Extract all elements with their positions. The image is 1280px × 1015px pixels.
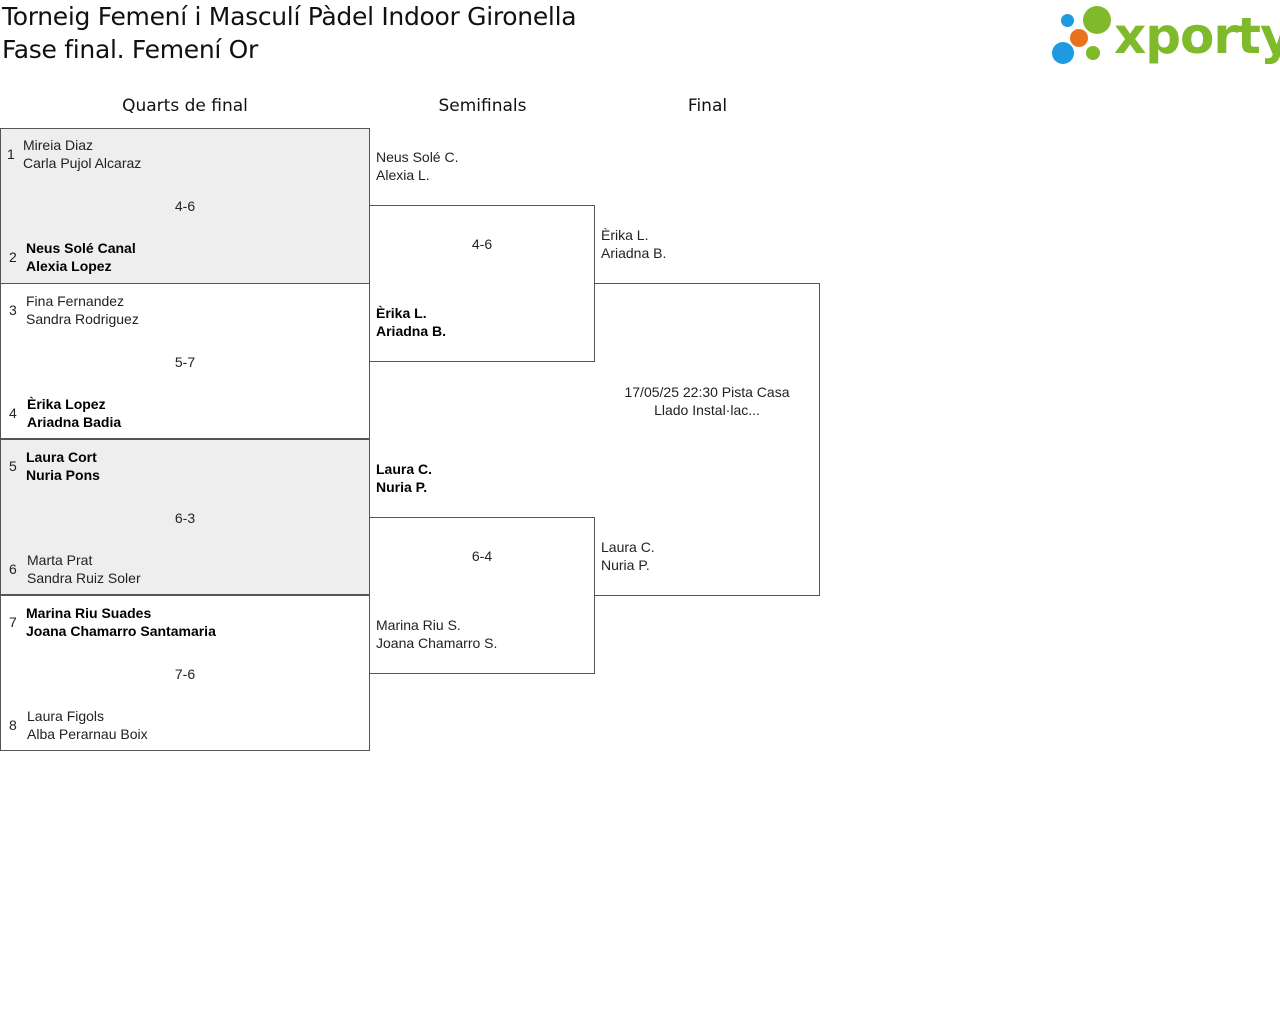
xporty-logo[interactable]: xporty (1052, 4, 1280, 68)
player-name: Alexia L. (376, 167, 430, 183)
player-name: Mireia Diaz (23, 137, 94, 153)
quarterfinal-match-1[interactable]: 1 Mireia Diaz Carla Pujol Alcaraz 4-6 2 … (0, 128, 370, 284)
seed-number: 7 (9, 614, 17, 630)
page-title: Torneig Femení i Masculí Pàdel Indoor Gi… (2, 2, 577, 31)
match-score: 6-4 (471, 548, 493, 564)
quarterfinal-match-2[interactable]: 3 Fina Fernandez Sandra Rodriguez 5-7 4 … (0, 283, 370, 439)
match-score: 5-7 (174, 354, 196, 370)
player-name: Èrika L. (376, 305, 427, 321)
logo-dot-orange (1070, 29, 1088, 47)
logo-dot-green-small (1086, 46, 1100, 60)
player-name: Neus Solé Canal (26, 240, 136, 256)
player-name: Alba Perarnau Boix (27, 726, 148, 742)
seed-number: 6 (9, 561, 17, 577)
player-name: Èrika Lopez (27, 396, 106, 412)
semifinal-2-bottom-team: Marina Riu S. Joana Chamarro S. (376, 616, 497, 652)
round-heading-quarterfinals: Quarts de final (122, 96, 248, 116)
player-name: Laura Figols (27, 708, 105, 724)
player-name: Ariadna B. (601, 245, 667, 261)
player-name: Carla Pujol Alcaraz (23, 155, 142, 171)
team-names-winner: Marina Riu Suades Joana Chamarro Santama… (26, 604, 216, 640)
match-score: 7-6 (174, 666, 196, 682)
seed-number: 3 (9, 302, 17, 318)
player-name: Laura C. (376, 461, 433, 477)
logo-dot-green (1083, 6, 1111, 34)
round-heading-final: Final (687, 96, 728, 116)
player-name: Nuria P. (601, 557, 650, 573)
team-names: Mireia Diaz Carla Pujol Alcaraz (23, 136, 141, 172)
final-match[interactable] (594, 283, 820, 596)
final-top-team: Èrika L. Ariadna B. (601, 226, 666, 262)
player-name: Laura Cort (26, 449, 97, 465)
player-name: Alexia Lopez (26, 258, 112, 274)
seed-number: 2 (9, 249, 17, 265)
final-venue-continued: Llado Instal·lac... (654, 402, 760, 418)
team-names: Fina Fernandez Sandra Rodriguez (26, 292, 139, 328)
player-name: Fina Fernandez (26, 293, 125, 309)
team-names-winner: Èrika Lopez Ariadna Badia (27, 395, 121, 431)
match-score: 4-6 (174, 198, 196, 214)
quarterfinal-match-4[interactable]: 7 Marina Riu Suades Joana Chamarro Santa… (0, 595, 370, 751)
final-datetime-venue: 17/05/25 22:30 Pista Casa (624, 384, 790, 400)
final-bottom-team: Laura C. Nuria P. (601, 538, 655, 574)
player-name: Neus Solé C. (376, 149, 459, 165)
player-name: Marta Prat (27, 552, 93, 568)
match-score: 4-6 (471, 236, 493, 252)
semifinal-1-top-team: Neus Solé C. Alexia L. (376, 148, 458, 184)
team-names: Laura Figols Alba Perarnau Boix (27, 707, 148, 743)
player-name: Laura C. (601, 539, 655, 555)
player-name: Marina Riu S. (376, 617, 461, 633)
logo-dot-blue-small (1061, 14, 1074, 27)
semifinal-2-top-team-winner: Laura C. Nuria P. (376, 460, 432, 496)
page-subtitle: Fase final. Femení Or (2, 35, 259, 64)
team-names-winner: Neus Solé Canal Alexia Lopez (26, 239, 136, 275)
match-score: 6-3 (174, 510, 196, 526)
player-name: Ariadna Badia (27, 414, 122, 430)
player-name: Joana Chamarro S. (376, 635, 498, 651)
team-names-winner: Laura Cort Nuria Pons (26, 448, 100, 484)
semifinal-1-bottom-team-winner: Èrika L. Ariadna B. (376, 304, 446, 340)
player-name: Marina Riu Suades (26, 605, 152, 621)
final-schedule-info: 17/05/25 22:30 Pista Casa Llado Instal·l… (600, 383, 814, 419)
player-name: Nuria P. (376, 479, 428, 495)
player-name: Sandra Rodriguez (26, 311, 139, 327)
logo-text: xporty (1114, 7, 1280, 65)
player-name: Nuria Pons (26, 467, 100, 483)
seed-number: 8 (9, 717, 17, 733)
team-names: Marta Prat Sandra Ruiz Soler (27, 551, 141, 587)
seed-number: 1 (7, 146, 15, 162)
player-name: Joana Chamarro Santamaria (26, 623, 216, 639)
seed-number: 4 (9, 405, 17, 421)
player-name: Ariadna B. (376, 323, 447, 339)
round-heading-semifinals: Semifinals (438, 96, 527, 116)
player-name: Sandra Ruiz Soler (27, 570, 141, 586)
seed-number: 5 (9, 458, 17, 474)
player-name: Èrika L. (601, 227, 649, 243)
logo-dot-blue-large (1052, 42, 1074, 64)
quarterfinal-match-3[interactable]: 5 Laura Cort Nuria Pons 6-3 6 Marta Prat… (0, 439, 370, 595)
